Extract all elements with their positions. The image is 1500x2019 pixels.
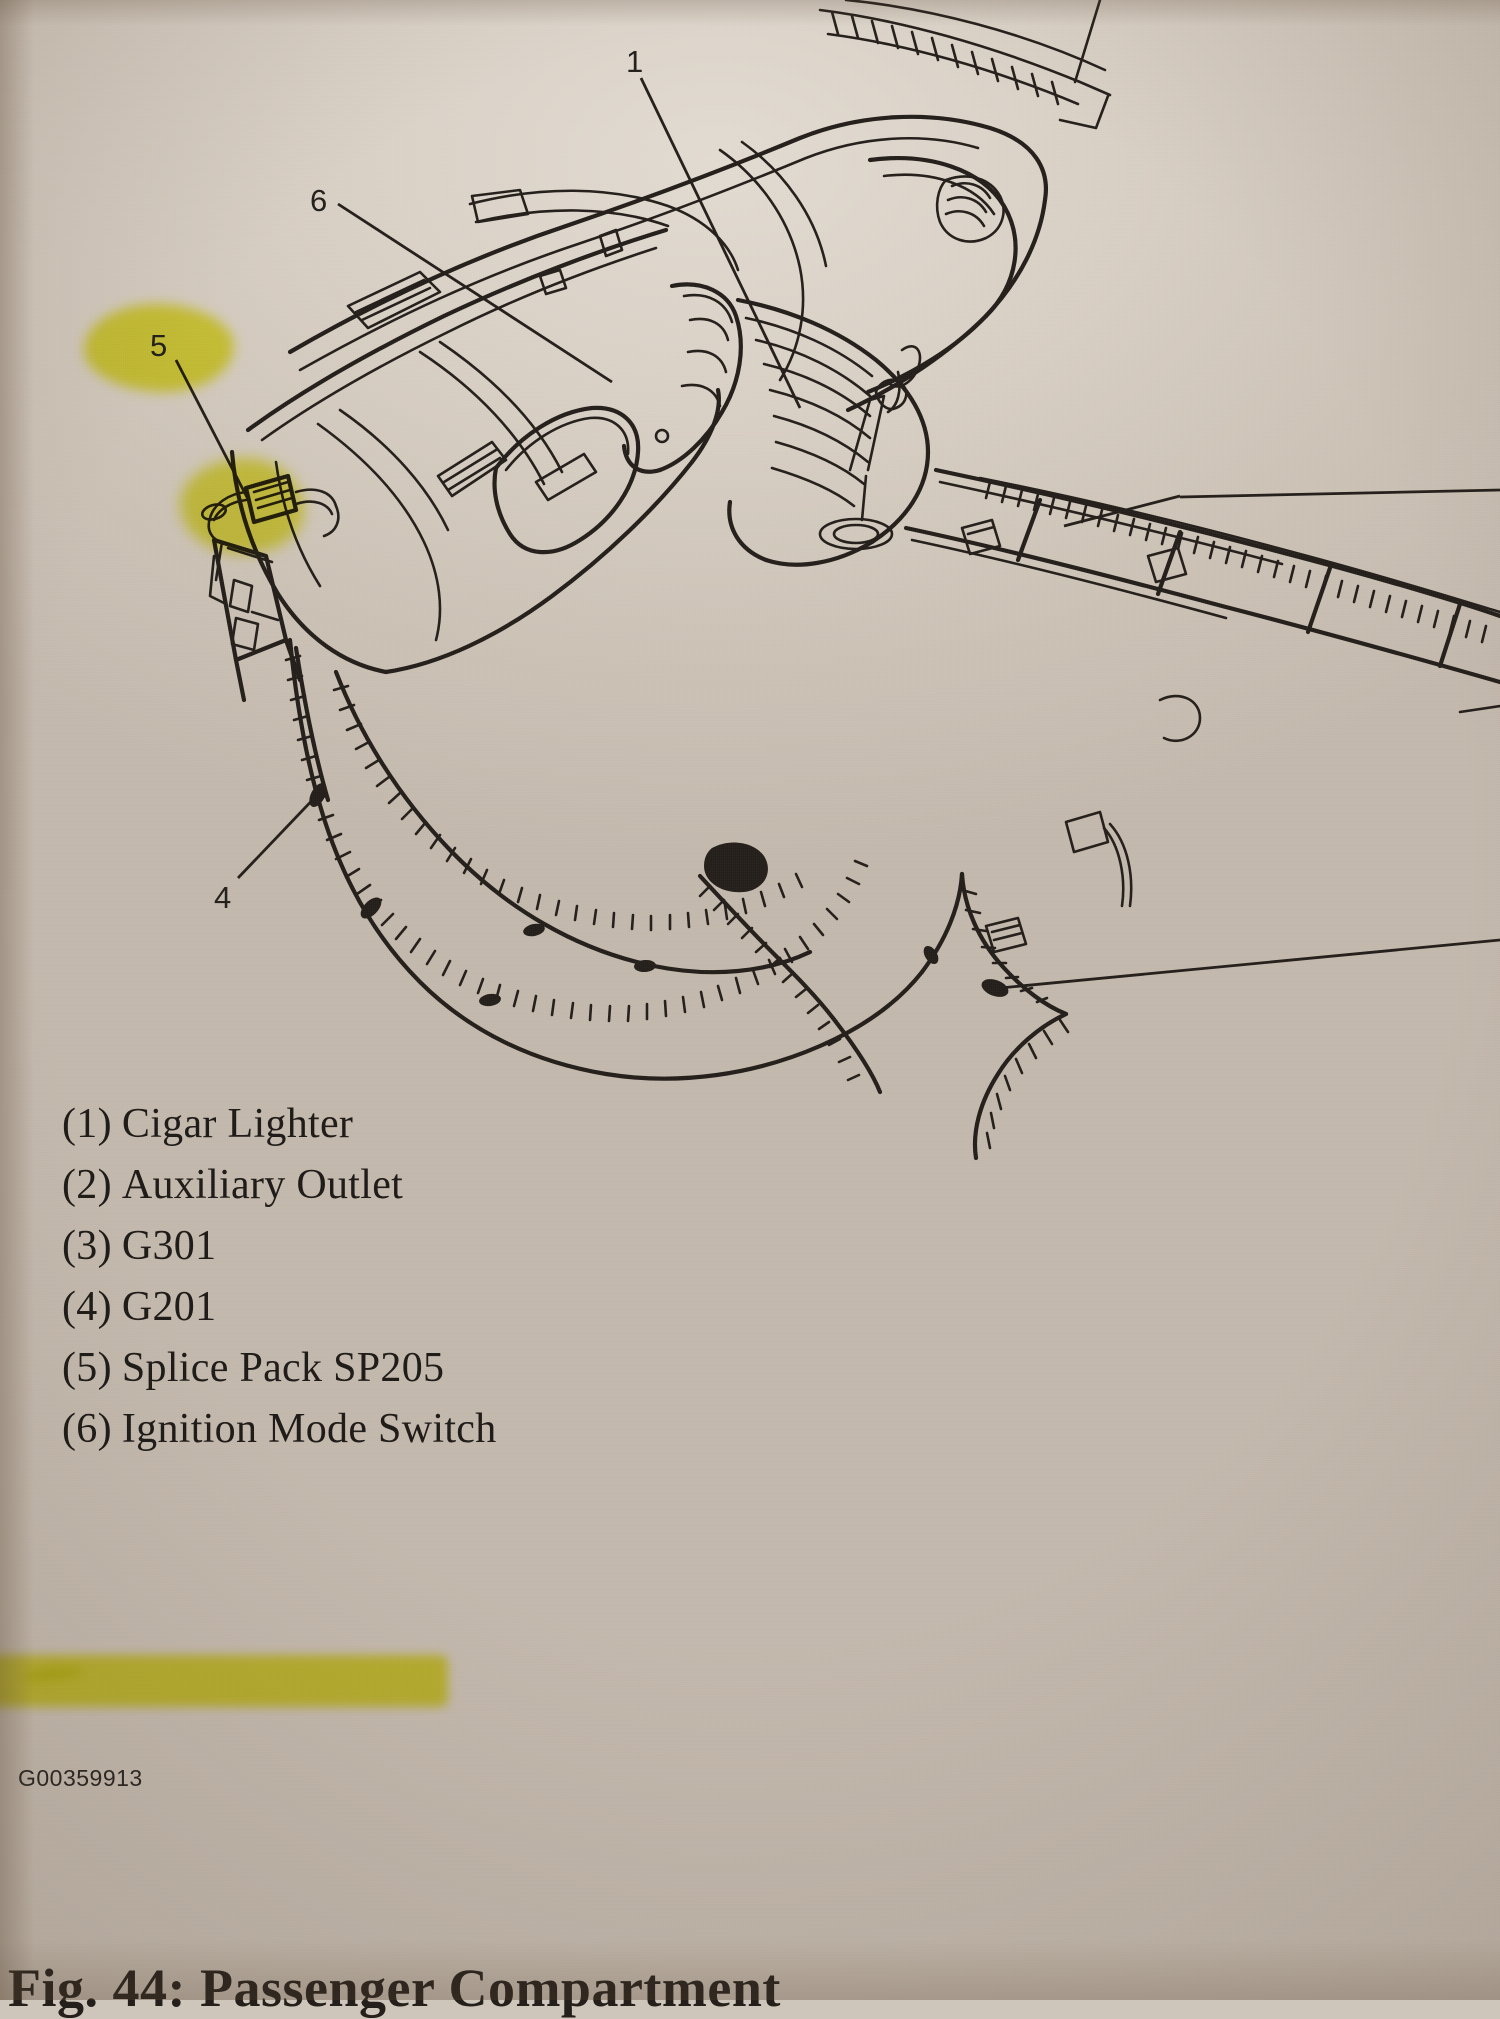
legend-item-number: (1): [62, 1101, 112, 1147]
legend-item-number: (3): [62, 1223, 112, 1269]
figure-caption: Fig. 44: Passenger Compartment: [8, 1958, 781, 2018]
legend-item-number: (6): [62, 1406, 112, 1452]
callout-number-1: 1: [626, 44, 644, 79]
page-edge-shadow-top: [0, 0, 1500, 26]
legend-item: (6)Ignition Mode Switch: [62, 1405, 682, 1466]
callout-number-5: 5: [150, 328, 168, 363]
highlight-splice-pack: [180, 458, 304, 554]
legend-item-highlighted: (5)Splice Pack SP205: [62, 1344, 682, 1405]
figure-code: G00359913: [18, 1765, 143, 1791]
highlight-legend-item-5-tail: [23, 1664, 85, 1684]
legend-item: (2)Auxiliary Outlet: [62, 1161, 682, 1222]
legend-item-label: Cigar Lighter: [121, 1101, 354, 1147]
legend-item: (1)Cigar Lighter: [62, 1100, 682, 1161]
legend-item-number: (2): [62, 1162, 112, 1208]
legend-item-label: Ignition Mode Switch: [121, 1406, 497, 1452]
legend-item-label: Splice Pack SP205: [121, 1345, 445, 1391]
legend-item-label: G301: [121, 1223, 217, 1269]
legend-item-label: Auxiliary Outlet: [121, 1162, 404, 1208]
callout-number-4: 4: [214, 880, 232, 915]
callout-number-6: 6: [310, 183, 328, 218]
legend-item-number: (5): [62, 1345, 112, 1391]
legend-item: (4)G201: [62, 1283, 682, 1344]
legend-item: (3)G301: [62, 1222, 682, 1283]
legend-item-number: (4): [62, 1284, 112, 1330]
legend-list: (1)Cigar Lighter (2)Auxiliary Outlet (3)…: [62, 1100, 682, 1466]
legend-item-label: G201: [121, 1284, 217, 1330]
page-edge-shadow-left: [0, 0, 34, 2000]
highlight-legend-item-5: [0, 1655, 448, 1707]
